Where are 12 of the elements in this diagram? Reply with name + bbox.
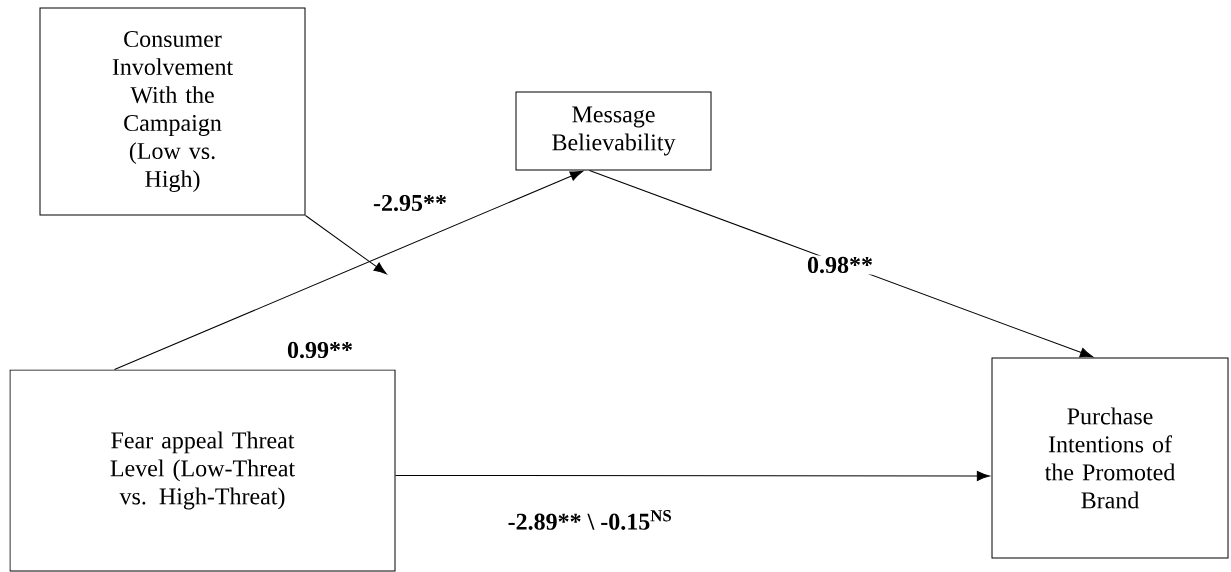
process-box: Purchase Intentions of the Promoted Brand <box>991 357 1229 559</box>
process-box: Fear appeal Threat Level (Low-Threat vs. High-Threat) <box>9 369 396 572</box>
edge-label: -2.95** <box>371 193 449 213</box>
arrow <box>395 471 990 481</box>
edge-label: 0.99** <box>285 340 355 360</box>
edge-label: -2.89** \ -0.15$^{NS}$ <box>506 508 674 532</box>
edge-label: 0.98** <box>805 255 875 275</box>
arrow <box>305 215 387 275</box>
arrow <box>589 170 1093 358</box>
process-box: Consumer Involvement With the Campaign (Low vs. High) <box>39 7 306 216</box>
arrow <box>114 170 584 370</box>
process-box: Message Believability <box>515 91 712 171</box>
